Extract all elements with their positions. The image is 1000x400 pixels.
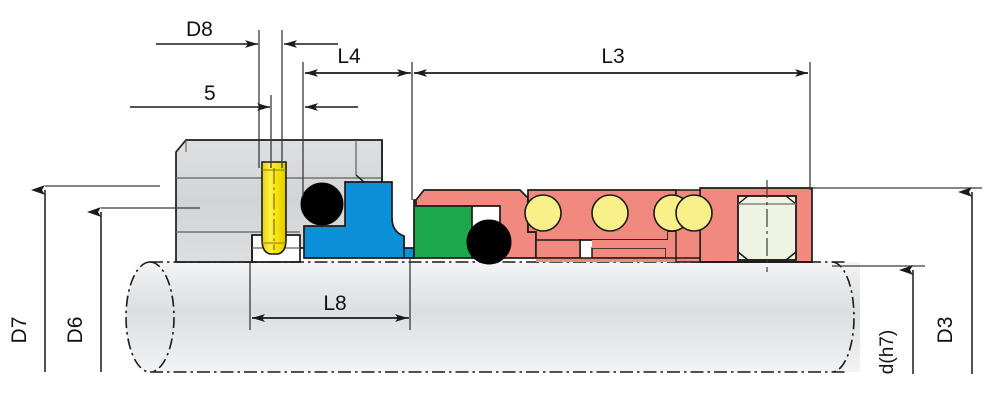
- spring-coil-1: [524, 194, 562, 232]
- dim-label-l4: L4: [337, 45, 361, 68]
- dimension-d6: D6: [64, 207, 102, 372]
- dimension-d7: D7: [8, 185, 46, 372]
- spring-set: [524, 194, 713, 232]
- dimension-l8: L8: [252, 292, 409, 322]
- sleeve-join: [536, 190, 700, 262]
- spring-coil-4: [675, 194, 713, 232]
- shaft-left-end-arc: [125, 261, 151, 373]
- rotating-face: [413, 199, 473, 259]
- dim-label-dh7: d(h7): [877, 330, 898, 374]
- stationary-seat-body: [303, 181, 415, 259]
- dim-label-d7: D7: [8, 317, 31, 344]
- shaft: [125, 261, 860, 373]
- shaft-right-break-arc: [831, 261, 855, 373]
- o-ring-upper: [300, 182, 344, 226]
- shaft-left-end-arc-back: [149, 261, 175, 373]
- dim-label-l3: L3: [601, 45, 624, 68]
- sleeve-step-right: [591, 247, 667, 259]
- dimension-l3: L3: [414, 45, 808, 77]
- set-screw-head-chamfer: [737, 195, 797, 205]
- dim-label-d8: D8: [186, 18, 213, 41]
- set-screw: [737, 180, 797, 272]
- dimension-d8: D8: [156, 18, 338, 48]
- dimension-d3: D3: [934, 187, 973, 374]
- spring-coil-2: [591, 194, 629, 232]
- dim-label-l8: L8: [323, 292, 346, 315]
- drive-pin: [261, 161, 287, 255]
- dimension-l4: L4: [305, 45, 411, 77]
- dim-label-d6: D6: [64, 317, 87, 344]
- dim-label-5: 5: [204, 82, 216, 105]
- dimension-5: 5: [130, 82, 358, 111]
- extension-lines: [45, 30, 982, 330]
- dimension-dh7: d(h7): [877, 265, 914, 374]
- o-ring-lower: [466, 219, 512, 265]
- stationary-seat: [303, 181, 415, 259]
- rotating-face-body: [413, 199, 473, 259]
- sleeve-step-left: [535, 239, 581, 259]
- dim-label-d3: D3: [934, 317, 957, 344]
